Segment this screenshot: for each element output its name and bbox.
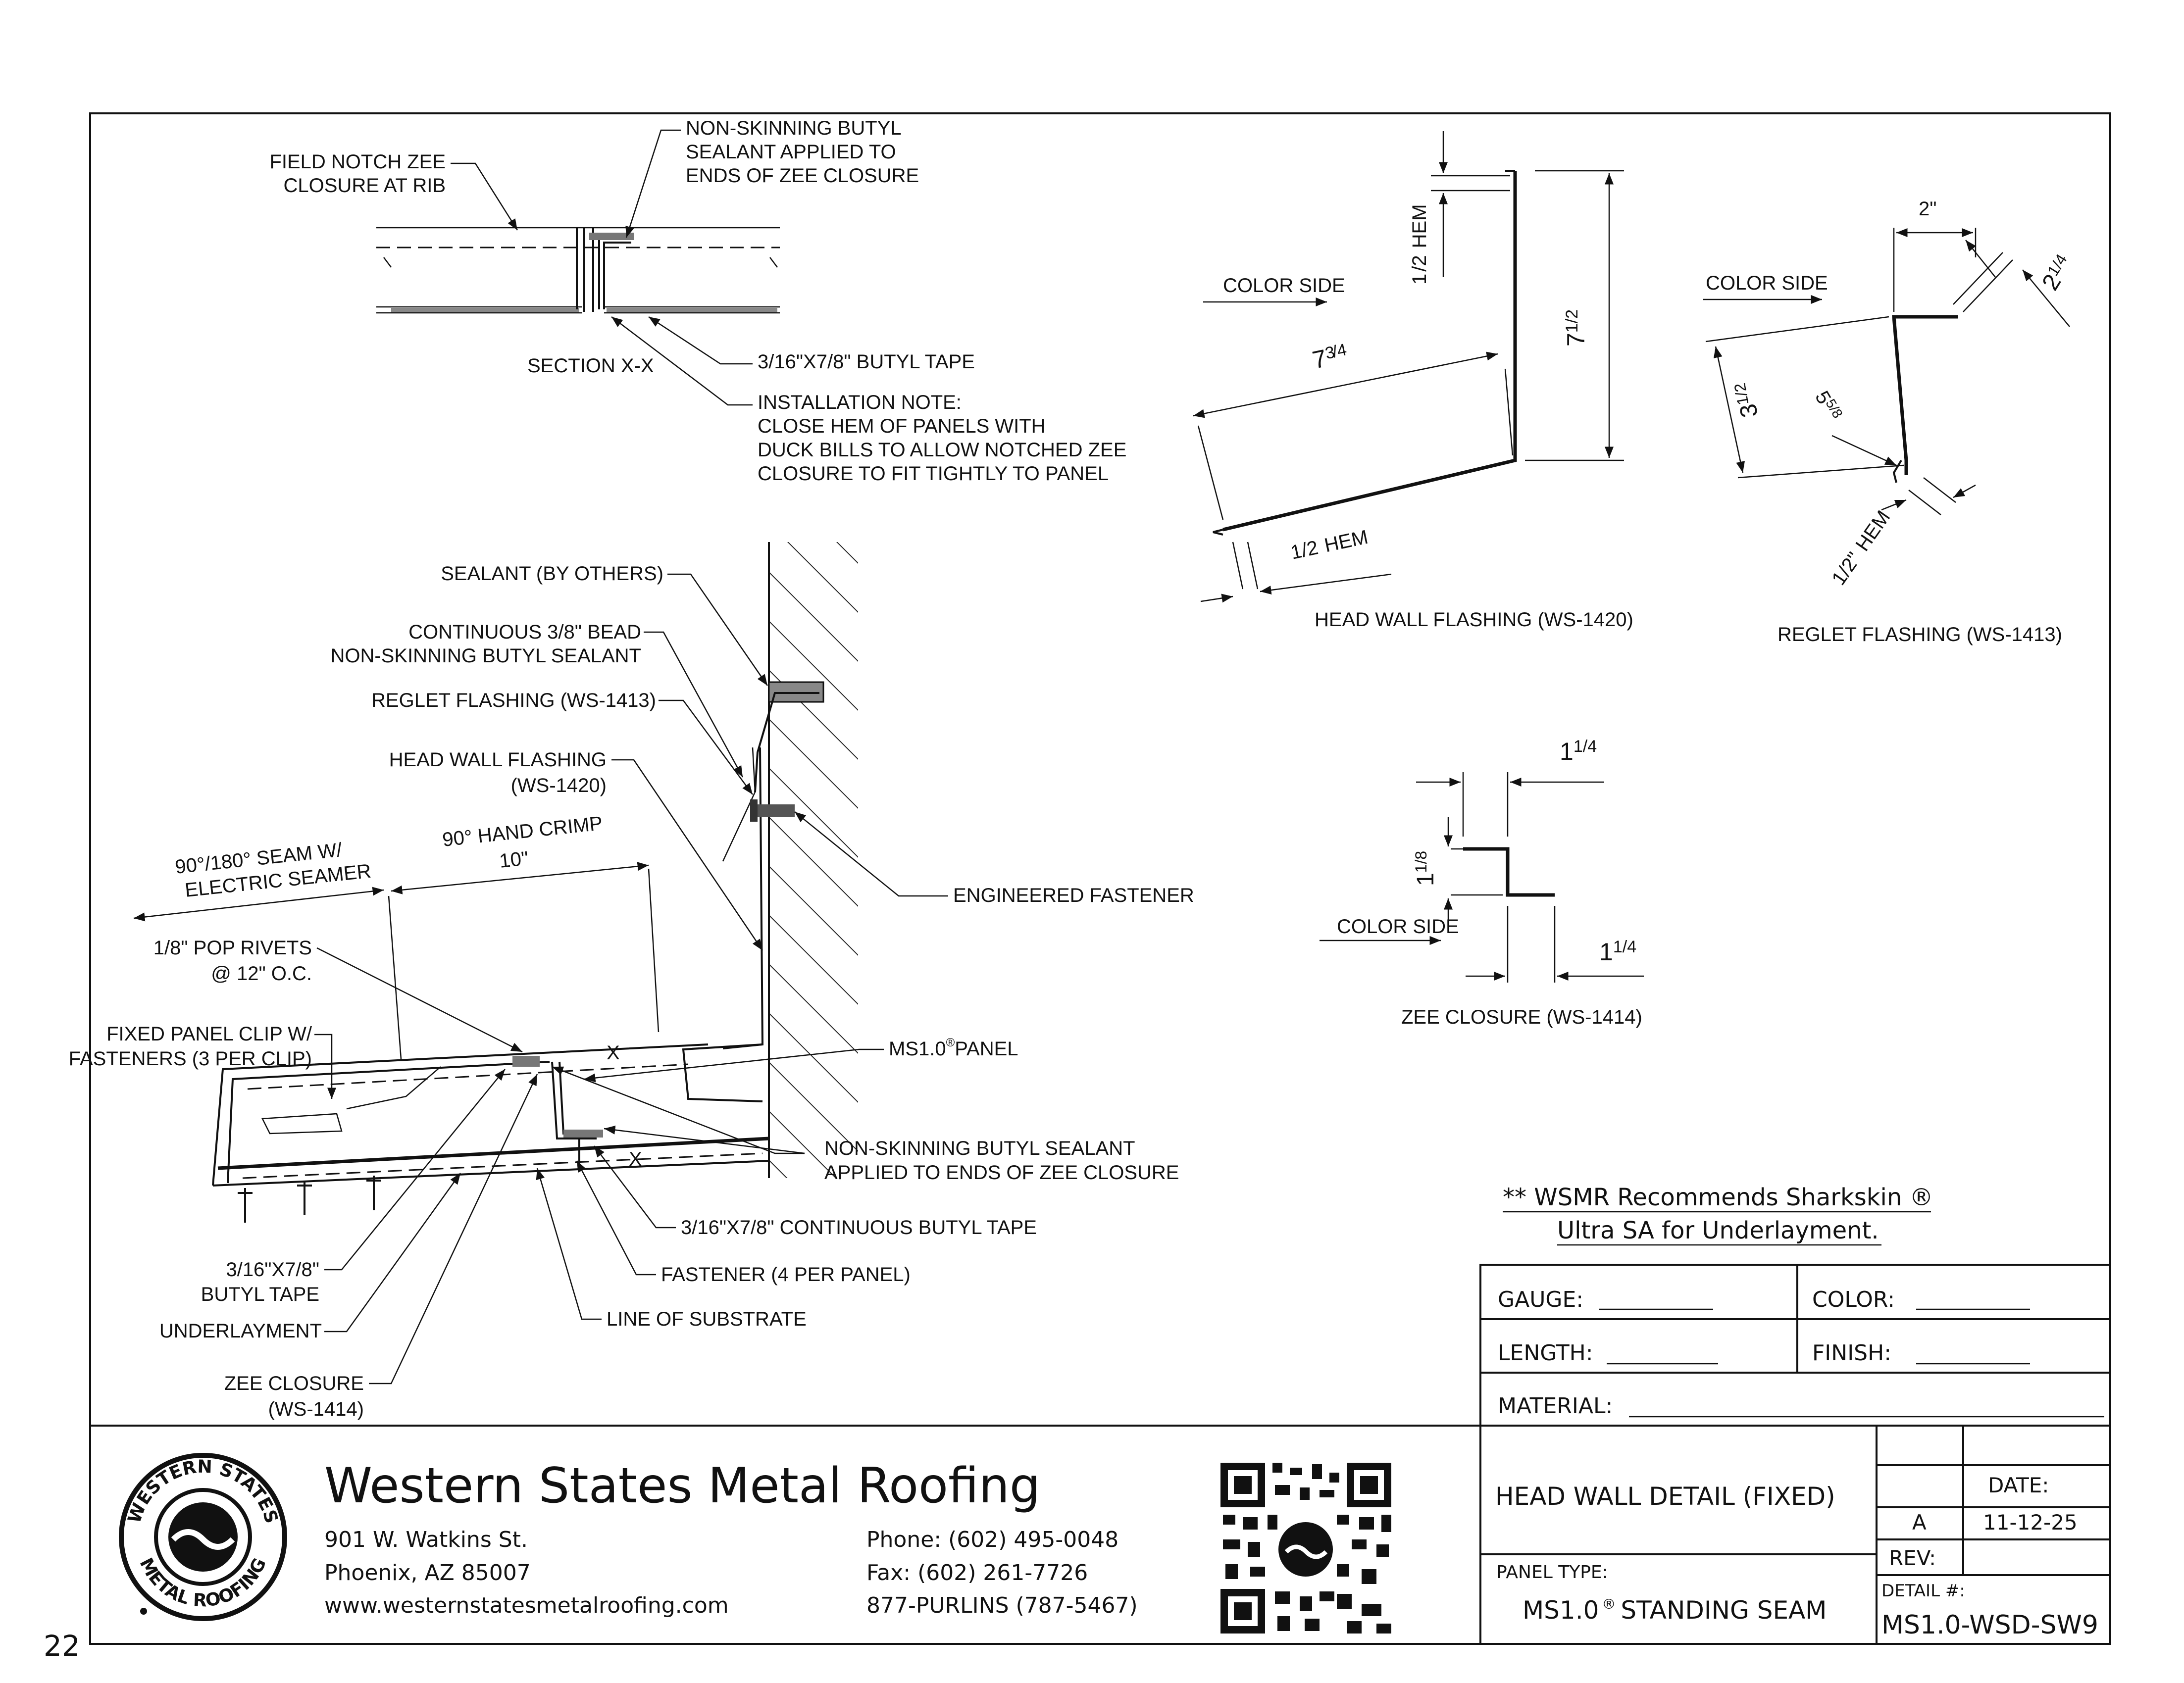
rev-label: REV: (1889, 1546, 1936, 1570)
field-notch-label-2: CLOSURE AT RIB (284, 175, 446, 197)
gauge-label: GAUGE: (1498, 1287, 1583, 1312)
pop-rivets-label-1: 1/8" POP RIVETS (153, 937, 312, 959)
rf-dim-top: 2" (1919, 198, 1936, 220)
company-logo: WESTERN STATES METAL ROOFING (119, 1453, 287, 1621)
rf-color-side: COLOR SIDE (1706, 272, 1828, 294)
continuous-tape-label: 3/16"X7/8" CONTINUOUS BUTYL TAPE (681, 1217, 1037, 1238)
butyl-tape-small-1: 3/16"X7/8" (226, 1259, 319, 1281)
section-x-x-detail: FIELD NOTCH ZEE CLOSURE AT RIB NON-SKINN… (269, 117, 1126, 485)
reglet-flashing-profile: COLOR SIDE 2" 21/4 31/2 55/8 1/2"HEM REG… (1703, 198, 2079, 645)
install-note-4: CLOSURE TO FIT TIGHTLY TO PANEL (758, 463, 1109, 485)
length-label: LENGTH: (1498, 1340, 1593, 1366)
qr-code[interactable] (1220, 1463, 1391, 1634)
install-note-2: CLOSE HEM OF PANELS WITH (758, 415, 1046, 437)
head-wall-callout-1: HEAD WALL FLASHING (389, 749, 607, 771)
date-label: DATE: (1988, 1473, 2049, 1497)
rev-letter: A (1912, 1510, 1927, 1534)
panel-type-label: PANEL TYPE: (1496, 1562, 1608, 1583)
recommendation-note: ** WSMR Recommends Sharkskin ® Ultra SA … (1503, 1184, 1933, 1246)
reglet-callout: REGLET FLASHING (WS-1413) (371, 690, 656, 711)
butyl-tape-small-2: BUTYL TAPE (201, 1284, 319, 1305)
install-note-3: DUCK BILLS TO ALLOW NOTCHED ZEE (758, 439, 1126, 461)
hwf-color-side: COLOR SIDE (1223, 275, 1345, 297)
company-website[interactable]: www.westernstatesmetalroofing.com (324, 1593, 729, 1618)
sheet-border (89, 112, 2111, 1645)
panel-clip-label-1: FIXED PANEL CLIP W/ (106, 1023, 312, 1045)
x-mark-2: X (629, 1148, 642, 1170)
field-notch-label: FIELD NOTCH ZEE (269, 151, 446, 173)
sealant-others-label: SEALANT (BY OTHERS) (441, 563, 663, 585)
hand-crimp-label-1: 90° HAND CRIMP (441, 812, 604, 851)
finish-label: FINISH: (1812, 1340, 1891, 1366)
head-wall-main-detail: SEALANT (BY OTHERS) CONTINUOUS 3/8" BEAD… (69, 542, 1194, 1420)
sealant-top-label-3: ENDS OF ZEE CLOSURE (686, 165, 919, 187)
hwf-length-dim: 73/4 (1310, 340, 1350, 374)
detail-number: MS1.0-WSD-SW9 (1881, 1610, 2098, 1640)
zee-closure-callout-1: ZEE CLOSURE (224, 1373, 364, 1394)
company-block: WESTERN STATES METAL ROOFING Western Sta… (119, 1453, 1391, 1634)
continuous-bead-label-1: CONTINUOUS 3/8" BEAD (408, 621, 641, 643)
hwf-hem-top: 1/2HEM (1409, 204, 1430, 285)
panel-type: MS1.0®STANDING SEAM (1523, 1596, 1827, 1625)
detail-number-label: DETAIL #: (1881, 1581, 1965, 1601)
company-fax: Fax: (602) 261-7726 (866, 1560, 1088, 1585)
rf-hem: 1/2"HEM (1828, 506, 1894, 589)
pop-rivets-label-2: @ 12" O.C. (211, 963, 312, 985)
recommendation-line-1: ** WSMR Recommends Sharkskin ® (1503, 1184, 1933, 1211)
detail-title: HEAD WALL DETAIL (FIXED) (1495, 1482, 1835, 1511)
substrate-label: LINE OF SUBSTRATE (607, 1308, 807, 1330)
zc-title: ZEE CLOSURE (WS-1414) (1401, 1006, 1642, 1028)
zc-color-side: COLOR SIDE (1337, 916, 1459, 938)
zc-dim-height: 11/8 (1412, 851, 1439, 886)
title-block: HEAD WALL DETAIL (FIXED) PANEL TYPE: MS1… (1479, 1426, 2110, 1644)
page-number: 22 (44, 1629, 80, 1663)
panel-clip-label-2: FASTENERS (3 PER CLIP) (69, 1048, 312, 1070)
sealant-zee-label-1: NON-SKINNING BUTYL SEALANT (824, 1138, 1135, 1159)
wall-hatch (769, 542, 858, 1178)
zee-closure-profile: COLOR SIDE 11/4 11/8 11/4 ZEE CLOSURE (W… (1320, 737, 1644, 1028)
company-purlins: 877-PURLINS (787-5467) (866, 1593, 1138, 1618)
head-wall-callout-2: (WS-1420) (511, 775, 607, 796)
company-phone: Phone: (602) 495-0048 (866, 1527, 1118, 1552)
color-label: COLOR: (1812, 1287, 1895, 1312)
rf-dim-inner: 55/8 (1811, 387, 1845, 425)
date-value: 11-12-25 (1983, 1510, 2078, 1534)
rf-dim-left: 31/2 (1730, 380, 1763, 419)
zc-dim-bottom: 11/4 (1599, 938, 1636, 966)
sealant-top-label-1: NON-SKINNING BUTYL (686, 117, 902, 139)
rf-title: REGLET FLASHING (WS-1413) (1778, 624, 2062, 645)
hwf-height-dim: 71/2 (1562, 309, 1590, 346)
underlayment-label: UNDERLAYMENT (159, 1320, 322, 1342)
ms-panel-label: MS1.0®PANEL (889, 1036, 1018, 1060)
spec-table: GAUGE: COLOR: LENGTH: FINISH: MATERIAL: (1479, 1264, 2111, 1427)
hand-crimp-label-2: 10" (498, 847, 529, 872)
section-label: SECTION X-X (527, 355, 654, 377)
sealant-zee-label-2: APPLIED TO ENDS OF ZEE CLOSURE (824, 1162, 1179, 1184)
hwf-title: HEAD WALL FLASHING (WS-1420) (1315, 609, 1633, 631)
rf-dim-corner: 21/4 (2037, 251, 2079, 295)
continuous-bead-label-2: NON-SKINNING BUTYL SEALANT (330, 645, 641, 667)
zee-closure-callout-2: (WS-1414) (268, 1398, 364, 1420)
material-label: MATERIAL: (1498, 1393, 1613, 1419)
company-address-2: Phoenix, AZ 85007 (324, 1560, 531, 1585)
sealant-top-label-2: SEALANT APPLIED TO (686, 141, 896, 163)
company-name: Western States Metal Roofing (324, 1458, 1040, 1514)
x-mark-1: X (607, 1042, 620, 1064)
engineered-fastener-label: ENGINEERED FASTENER (953, 885, 1194, 906)
install-note-1: INSTALLATION NOTE: (758, 392, 962, 413)
butyl-tape-label: 3/16"X7/8" BUTYL TAPE (758, 351, 975, 373)
zc-dim-top: 11/4 (1560, 737, 1597, 765)
company-address-1: 901 W. Watkins St. (324, 1527, 528, 1552)
recommendation-line-2: Ultra SA for Underlayment. (1557, 1217, 1879, 1244)
fastener-panel-label: FASTENER (4 PER PANEL) (661, 1264, 911, 1286)
